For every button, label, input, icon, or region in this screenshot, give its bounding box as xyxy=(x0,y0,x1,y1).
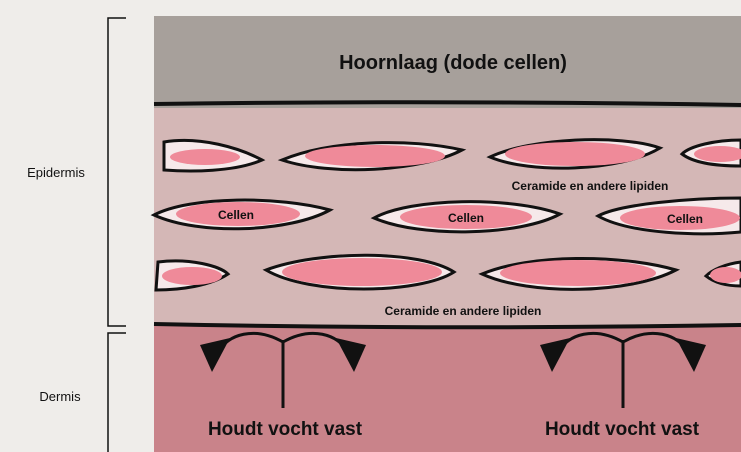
cell xyxy=(478,256,681,291)
holds-moisture-label-left: Houdt vocht vast xyxy=(208,419,363,440)
lipids-label-bottom: Ceramide en andere lipiden xyxy=(385,304,542,318)
arrow-head-icon xyxy=(540,338,570,372)
holds-moisture-label-right: Houdt vocht vast xyxy=(545,419,700,440)
arrow-head-icon xyxy=(336,338,366,372)
epidermis-bracket xyxy=(107,17,126,327)
cell-label: Cellen xyxy=(218,208,254,222)
cell-label: Cellen xyxy=(448,211,484,225)
dermis-bracket xyxy=(107,332,126,452)
cell xyxy=(370,200,564,234)
stratum-corneum-layer xyxy=(154,16,741,108)
dermis-boundary-line xyxy=(153,322,741,330)
cell xyxy=(150,198,334,231)
cell xyxy=(703,260,741,288)
cell xyxy=(594,196,741,236)
epidermis-label: Epidermis xyxy=(27,165,85,180)
cell xyxy=(262,253,457,291)
dermis-layer xyxy=(154,326,741,452)
dermis-label: Dermis xyxy=(39,389,81,404)
corneum-boundary-line xyxy=(153,100,741,107)
arrow-head-icon xyxy=(676,338,706,372)
stratum-corneum-label: Hoornlaag (dode cellen) xyxy=(339,52,567,74)
cell xyxy=(162,138,266,173)
cell xyxy=(154,259,231,292)
cell xyxy=(486,138,664,170)
arrow-head-icon xyxy=(200,338,230,372)
cell xyxy=(277,141,467,172)
lipids-label-top: Ceramide en andere lipiden xyxy=(512,179,669,193)
cell-label: Cellen xyxy=(667,212,703,226)
cell xyxy=(679,138,741,168)
